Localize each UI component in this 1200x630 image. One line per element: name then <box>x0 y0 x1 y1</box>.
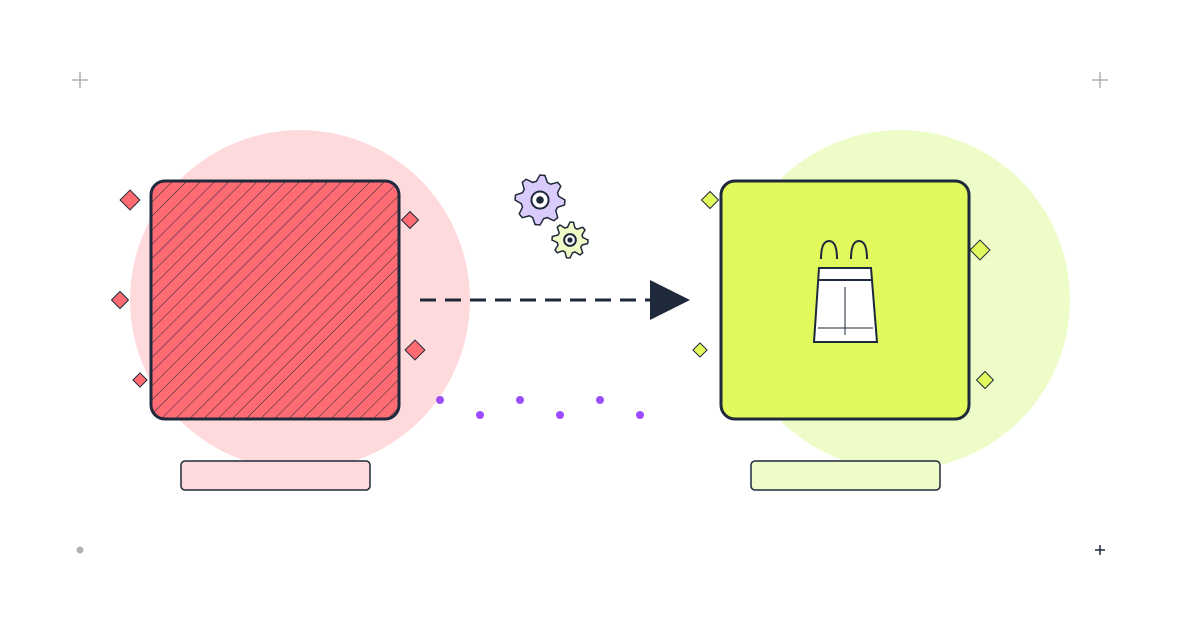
shopping-bag-icon <box>812 239 879 343</box>
diamond-icon <box>132 372 148 388</box>
diamond-icon <box>400 210 420 230</box>
corner-plus-top-right <box>1092 72 1108 88</box>
diamond-icon <box>969 239 991 261</box>
dot <box>556 411 564 419</box>
gear-icon <box>514 174 566 226</box>
arrow-right-icon <box>650 280 690 320</box>
dot <box>476 411 484 419</box>
source-box <box>149 179 401 421</box>
dot <box>596 396 604 404</box>
diamond-icon <box>700 190 720 210</box>
diamond-icon <box>119 189 141 211</box>
dot <box>516 396 524 404</box>
corner-plus-top-left <box>72 72 88 88</box>
dot <box>636 411 644 419</box>
dot <box>436 396 444 404</box>
diamond-icon <box>975 370 995 390</box>
corner-dot-bottom-left <box>76 546 84 554</box>
source-label-placeholder <box>180 460 371 491</box>
target-label-placeholder <box>750 460 941 491</box>
diamond-icon <box>404 339 426 361</box>
corner-sparkle-bottom-right <box>1095 545 1105 555</box>
diamond-icon <box>692 342 708 358</box>
progress-dots <box>436 396 644 419</box>
gear-icon <box>551 221 589 259</box>
diamond-icon <box>110 290 130 310</box>
